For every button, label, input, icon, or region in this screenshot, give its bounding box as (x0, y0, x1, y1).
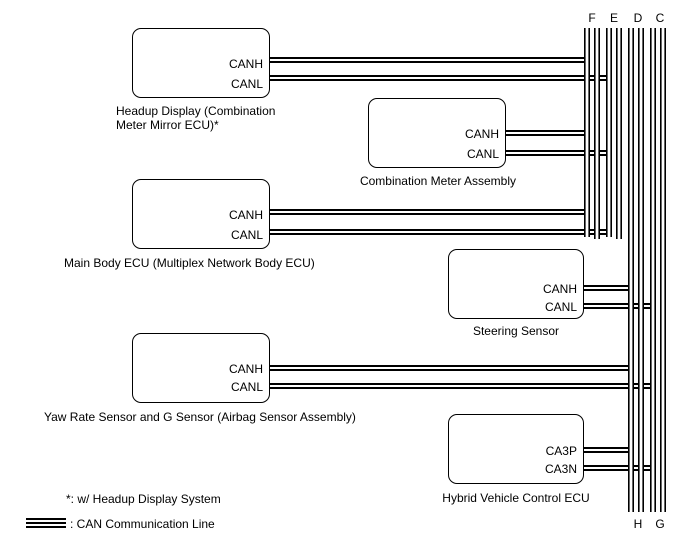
combination-meter-assembly: CANH CANL (368, 98, 506, 168)
bus-label-e: E (609, 11, 618, 25)
yaw-rate-sensor-assembly: CANH CANL (132, 333, 270, 403)
pin-canh: CANH (464, 127, 499, 141)
wire-headup-canl (270, 75, 612, 81)
pin-canl: CANL (230, 380, 263, 394)
main-body-ecu: CANH CANL (132, 179, 270, 249)
pin-canl: CANL (544, 300, 577, 314)
bus-e-outer (616, 28, 622, 239)
steering-sensor-caption: Steering Sensor (472, 324, 560, 338)
bus-label-f: F (588, 11, 596, 25)
pin-canl: CANL (466, 147, 499, 161)
combination-meter-caption: Combination Meter Assembly (359, 174, 517, 188)
pin-canl: CANL (230, 228, 263, 242)
bus-label-d: D (633, 11, 643, 25)
wire-yaw-rate-canl (270, 383, 656, 389)
hybrid-vehicle-control-ecu: CA3P CA3N (448, 414, 584, 484)
wire-hybrid-ca3p (584, 447, 634, 453)
pin-ca3n: CA3N (544, 462, 577, 476)
wire-steering-canh (584, 285, 634, 291)
hybrid-vehicle-ecu-caption: Hybrid Vehicle Control ECU (442, 491, 590, 505)
bus-f (584, 28, 590, 237)
bus-label-h: H (633, 517, 643, 531)
footnote: *: w/ Headup Display System (66, 492, 221, 506)
bus-d (628, 28, 634, 512)
bus-e (606, 28, 612, 237)
wire-main-body-canh (270, 209, 590, 215)
bus-label-g: G (655, 517, 665, 531)
bus-f-outer (594, 28, 600, 239)
headup-display-caption-line2: Meter Mirror ECU)* (116, 118, 219, 132)
pin-ca3p: CA3P (545, 444, 577, 458)
bus-c (650, 28, 656, 512)
legend-label: : CAN Communication Line (70, 517, 215, 531)
legend-line-symbol (26, 518, 66, 528)
pin-canh: CANH (228, 362, 263, 376)
headup-display-ecu: CANH CANL (132, 28, 270, 98)
wire-main-body-canl (270, 229, 612, 235)
bus-label-c: C (655, 11, 665, 25)
wire-combination-canl (506, 150, 612, 156)
bus-d-outer (638, 28, 644, 512)
main-body-ecu-caption: Main Body ECU (Multiplex Network Body EC… (64, 256, 315, 270)
wire-hybrid-ca3n (584, 465, 656, 471)
pin-canh: CANH (228, 208, 263, 222)
yaw-rate-sensor-caption: Yaw Rate Sensor and G Sensor (Airbag Sen… (44, 410, 356, 424)
pin-canh: CANH (228, 57, 263, 71)
headup-display-caption-line1: Headup Display (Combination (116, 104, 276, 118)
wire-headup-canh (270, 57, 590, 63)
steering-sensor: CANH CANL (448, 249, 584, 319)
wire-yaw-rate-canh (270, 365, 634, 371)
pin-canh: CANH (542, 282, 577, 296)
pin-canl: CANL (230, 77, 263, 91)
bus-c-outer (660, 28, 666, 512)
wire-steering-canl (584, 303, 656, 309)
wire-combination-canh (506, 130, 590, 136)
